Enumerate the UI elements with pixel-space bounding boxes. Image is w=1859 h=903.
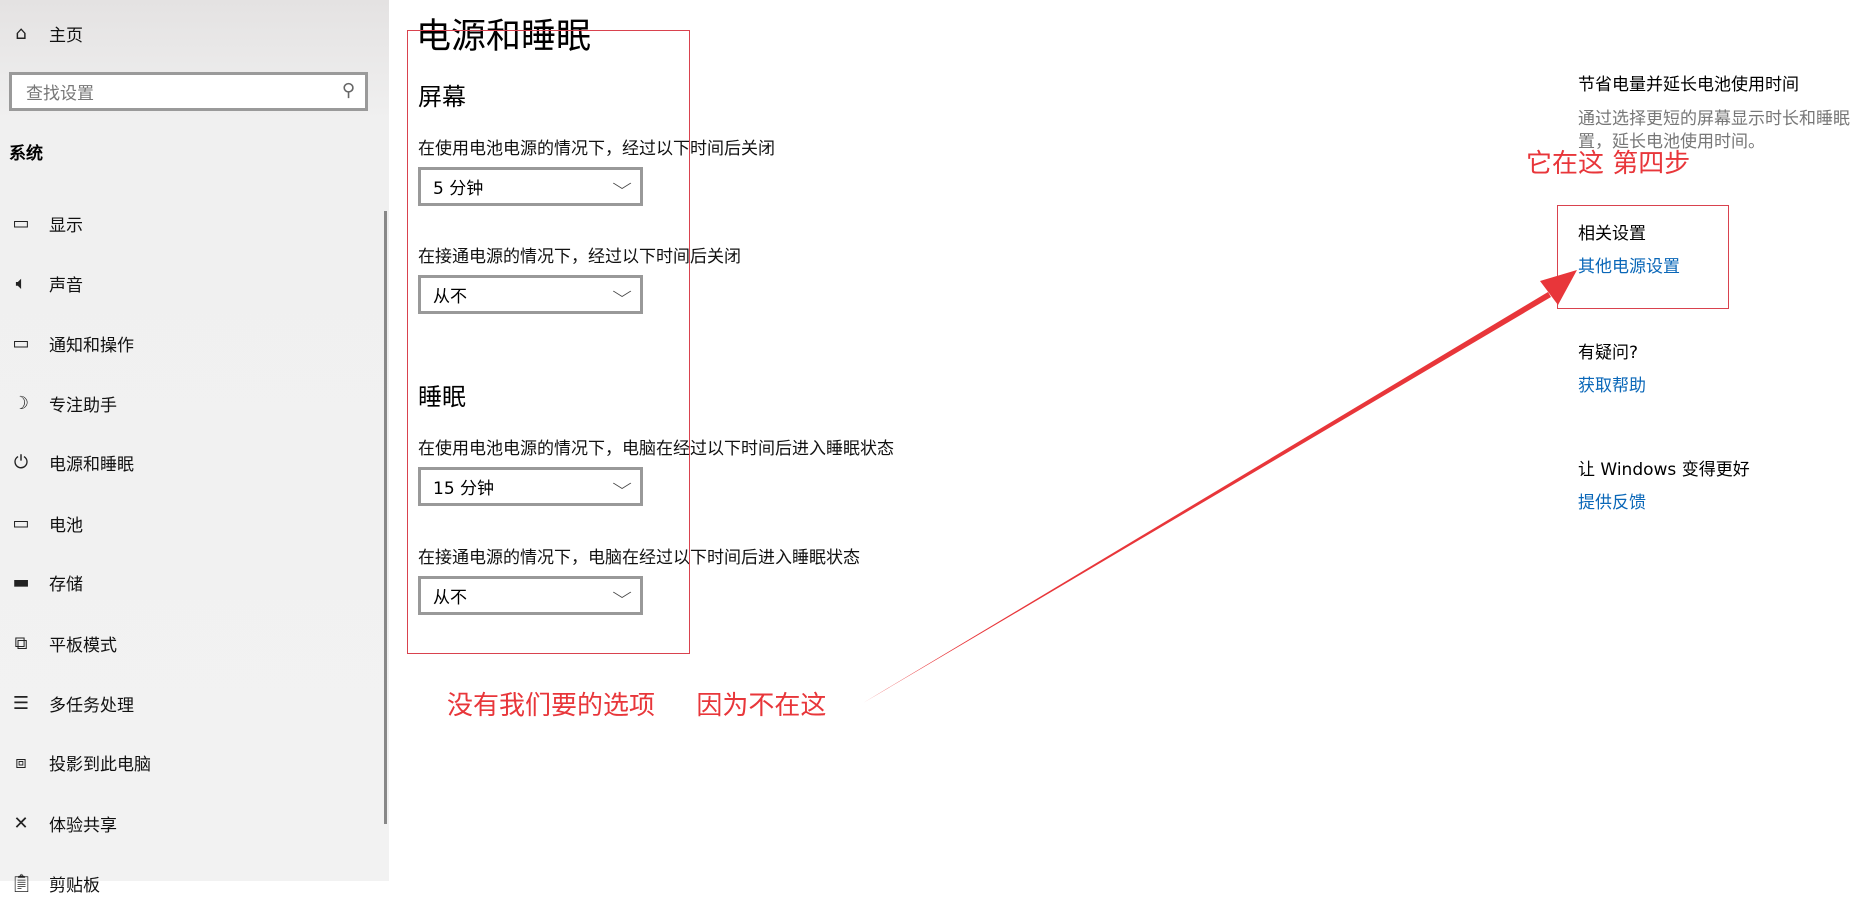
notification-icon: ▭ bbox=[12, 332, 30, 354]
speaker-icon: 🔈︎ bbox=[15, 272, 27, 294]
sidebar-scrollbar[interactable] bbox=[384, 211, 387, 824]
sidebar-item-label: 投影到此电脑 bbox=[49, 754, 151, 775]
project-icon: ⧈ bbox=[15, 751, 27, 773]
chevron-down-icon: ⌵ bbox=[612, 174, 632, 193]
home-label: 主页 bbox=[49, 25, 83, 46]
screen-heading: 屏幕 bbox=[418, 83, 466, 111]
screen-battery-dropdown[interactable]: 5 分钟 ⌵ bbox=[418, 167, 643, 206]
sidebar-item-label: 多任务处理 bbox=[49, 695, 134, 716]
sleep-battery-label: 在使用电池电源的情况下，电脑在经过以下时间后进入睡眠状态 bbox=[418, 439, 894, 459]
feedback-title: 让 Windows 变得更好 bbox=[1578, 460, 1750, 480]
power-icon: ⏻ bbox=[13, 451, 29, 473]
sidebar-item-tablet[interactable]: ⧉ 平板模式 bbox=[0, 623, 380, 663]
sleep-plugged-label: 在接通电源的情况下，电脑在经过以下时间后进入睡眠状态 bbox=[418, 548, 860, 568]
sidebar-item-label: 通知和操作 bbox=[49, 335, 134, 356]
tip-text-line1: 通过选择更短的屏幕显示时长和睡眠 bbox=[1578, 109, 1850, 129]
search-input[interactable]: 查找设置 ⚲ bbox=[9, 72, 368, 111]
give-feedback-link[interactable]: 提供反馈 bbox=[1578, 493, 1646, 513]
sidebar-item-label: 声音 bbox=[49, 275, 83, 296]
storage-icon: ▬ bbox=[12, 571, 30, 593]
annotation-arrow-shaft bbox=[863, 292, 1551, 703]
sleep-heading: 睡眠 bbox=[418, 383, 466, 411]
sidebar-item-label: 专注助手 bbox=[49, 395, 117, 416]
sidebar-item-label: 存储 bbox=[49, 574, 83, 595]
sidebar-item-label: 体验共享 bbox=[49, 815, 117, 836]
get-help-link[interactable]: 获取帮助 bbox=[1578, 376, 1646, 396]
chevron-down-icon: ⌵ bbox=[612, 474, 632, 493]
sidebar-item-project[interactable]: ⧈ 投影到此电脑 bbox=[0, 742, 380, 782]
sidebar-item-battery[interactable]: ▭ 电池 bbox=[0, 503, 380, 543]
moon-icon: ☽ bbox=[12, 392, 30, 414]
annotation-arrow bbox=[863, 270, 1577, 703]
dropdown-value: 从不 bbox=[433, 287, 467, 307]
chevron-down-icon: ⌵ bbox=[612, 282, 632, 301]
screen-plugged-dropdown[interactable]: 从不 ⌵ bbox=[418, 275, 643, 314]
section-heading: 系统 bbox=[9, 144, 43, 164]
search-icon[interactable]: ⚲ bbox=[341, 80, 355, 101]
dropdown-value: 5 分钟 bbox=[433, 179, 484, 199]
sidebar-item-label: 电池 bbox=[49, 515, 83, 536]
sidebar-item-focus[interactable]: ☽ 专注助手 bbox=[0, 383, 380, 423]
tablet-icon: ⧉ bbox=[14, 632, 28, 654]
sidebar-item-label: 显示 bbox=[49, 215, 83, 236]
multitask-icon: ☰ bbox=[12, 692, 30, 714]
sidebar-item-display[interactable]: ▭ 显示 bbox=[0, 203, 380, 243]
annotation-box-right bbox=[1557, 205, 1729, 309]
sidebar-item-share[interactable]: ✕ 体验共享 bbox=[0, 803, 380, 843]
chevron-down-icon: ⌵ bbox=[612, 583, 632, 602]
screen-battery-label: 在使用电池电源的情况下，经过以下时间后关闭 bbox=[418, 139, 775, 159]
battery-icon: ▭ bbox=[12, 512, 30, 534]
sidebar-item-label: 平板模式 bbox=[49, 635, 117, 656]
related-settings-title: 相关设置 bbox=[1578, 224, 1646, 244]
sidebar-item-sound[interactable]: 🔈︎ 声音 bbox=[0, 263, 380, 303]
sidebar-item-power[interactable]: ⏻ 电源和睡眠 bbox=[0, 442, 380, 482]
sidebar-item-storage[interactable]: ▬ 存储 bbox=[0, 562, 380, 602]
monitor-icon: ▭ bbox=[12, 212, 30, 234]
search-placeholder: 查找设置 bbox=[26, 84, 94, 104]
page-title: 电源和睡眠 bbox=[416, 17, 592, 57]
annotation-box-left bbox=[407, 30, 690, 654]
annotation-left-note: 没有我们要的选项 因为不在这 bbox=[447, 691, 827, 721]
sleep-plugged-dropdown[interactable]: 从不 ⌵ bbox=[418, 576, 643, 615]
annotation-arrow-head bbox=[1540, 270, 1577, 305]
sidebar: ⌂ 主页 查找设置 ⚲ 系统 ▭ 显示 🔈︎ 声音 ▭ 通知和操作 ☽ 专注助手 ⏻ 电源… bbox=[0, 0, 389, 896]
dropdown-value: 从不 bbox=[433, 588, 467, 608]
sidebar-item-notifications[interactable]: ▭ 通知和操作 bbox=[0, 323, 380, 363]
sidebar-item-label: 电源和睡眠 bbox=[49, 454, 134, 475]
sidebar-home[interactable]: ⌂ 主页 bbox=[0, 13, 380, 53]
sidebar-item-multitask[interactable]: ☰ 多任务处理 bbox=[0, 683, 380, 723]
other-power-settings-link[interactable]: 其他电源设置 bbox=[1578, 257, 1680, 277]
tip-title: 节省电量并延长电池使用时间 bbox=[1578, 75, 1799, 95]
help-title: 有疑问? bbox=[1578, 343, 1639, 363]
annotation-right-note: 它在这 第四步 bbox=[1526, 149, 1691, 179]
home-icon: ⌂ bbox=[15, 22, 27, 44]
tip-text-line2: 置，延长电池使用时间。 bbox=[1578, 132, 1765, 152]
sleep-battery-dropdown[interactable]: 15 分钟 ⌵ bbox=[418, 467, 643, 506]
share-icon: ✕ bbox=[13, 812, 29, 834]
screen-plugged-label: 在接通电源的情况下，经过以下时间后关闭 bbox=[418, 247, 741, 267]
dropdown-value: 15 分钟 bbox=[433, 479, 495, 499]
